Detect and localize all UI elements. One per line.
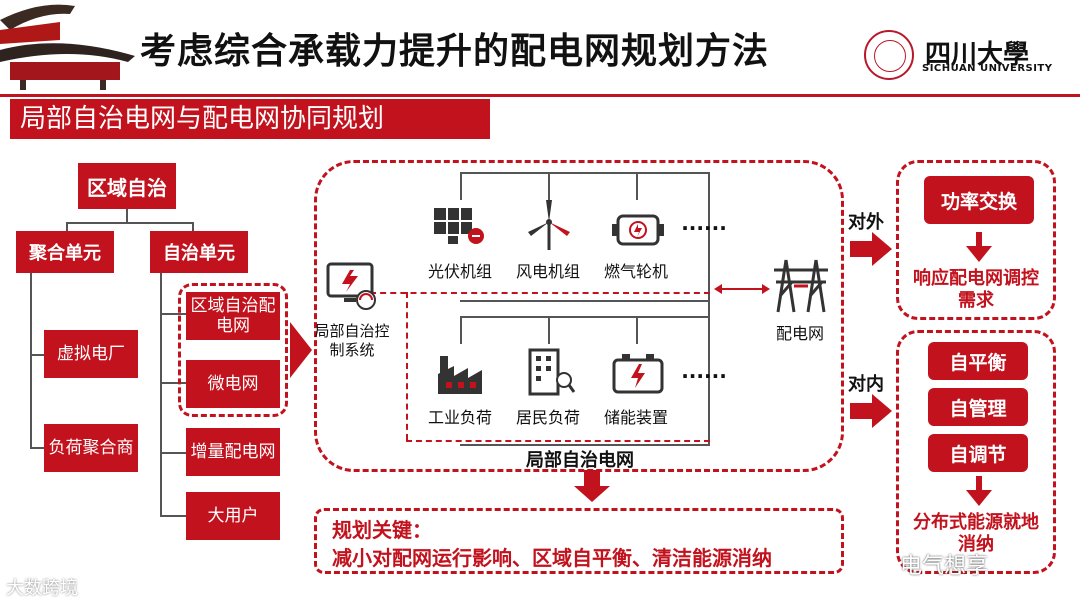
residential-load-label: 居民负荷 [515,408,580,427]
aggregation-unit-node: 聚合单元 [16,231,114,273]
arrow-right-icon [850,394,892,428]
residential-building-icon [528,348,576,396]
transmission-tower-icon [774,259,828,313]
self-management-box: 自管理 [928,388,1028,426]
monitor-icon [326,262,376,310]
controller-label: 局部自治控制系统 [314,322,390,359]
roof-decoration [0,4,135,90]
autonomy-group-frame [178,283,288,417]
internal-panel [896,330,1056,574]
external-panel [896,160,1056,320]
internal-label: 对内 [848,374,884,395]
arrow-right-icon [850,232,892,266]
external-label: 对外 [848,212,884,233]
control-signal-line-bottom [406,440,710,442]
planning-key-text: 减小对配网运行影响、区域自平衡、清洁能源消纳 [332,546,772,570]
planning-key-heading: 规划关键： [332,518,432,542]
local-grid-title: 局部自治电网 [526,450,634,471]
arrow-down-icon [966,232,992,262]
sources-ellipsis: ······ [681,216,727,240]
gas-turbine-label: 燃气轮机 [603,262,668,281]
root-node: 区域自治 [78,163,176,209]
control-signal-line-top [370,292,710,294]
loads-ellipsis: ······ [681,364,727,388]
large-user-node: 大用户 [186,492,280,540]
distribution-network-label: 配电网 [775,324,824,343]
university-seal-icon [864,30,914,80]
university-name-cn: 四川大學 [925,40,1030,70]
autonomy-unit-node: 自治单元 [150,231,248,273]
watermark-right: 电气想享 [900,554,989,579]
arrow-down-icon [966,476,992,506]
bidirectional-arrow-icon [714,284,770,294]
page-title: 考虑综合承载力提升的配电网规划方法 [140,31,770,72]
respond-grid-text: 响应配电网调控需求 [913,268,1039,311]
local-consumption-text: 分布式能源就地消纳 [913,512,1039,555]
gas-turbine-icon [612,214,664,246]
control-signal-line-vertical [406,292,408,440]
wind-turbine-icon [528,200,570,250]
power-exchange-box: 功率交换 [924,176,1034,224]
factory-icon [438,356,482,394]
wind-label: 风电机组 [515,262,580,281]
self-balance-box: 自平衡 [928,342,1028,380]
university-name-en: SICHUAN UNIVERSITY [922,63,1053,74]
load-aggregator-node: 负荷聚合商 [44,424,138,472]
section-banner: 局部自治电网与配电网协同规划 [10,99,490,139]
chevron-right-icon [290,322,312,378]
local-grid-panel [314,160,844,472]
microgrid-node: 微电网 [186,360,280,408]
storage-label: 储能装置 [603,408,668,427]
virtual-power-plant-node: 虚拟电厂 [44,330,138,378]
planning-key-box [314,508,844,574]
solar-panel-icon [434,208,484,244]
header-rule [0,94,1080,97]
self-regulation-box: 自调节 [928,434,1028,472]
pv-label: 光伏机组 [427,262,492,281]
arrow-down-icon [574,470,610,502]
industrial-load-label: 工业负荷 [427,408,492,427]
incremental-grid-node: 增量配电网 [186,428,280,476]
watermark-left: 大数跨境 [6,578,78,599]
battery-storage-icon [612,354,664,394]
regional-autonomous-grid-node: 区域自治配电网 [186,292,280,340]
